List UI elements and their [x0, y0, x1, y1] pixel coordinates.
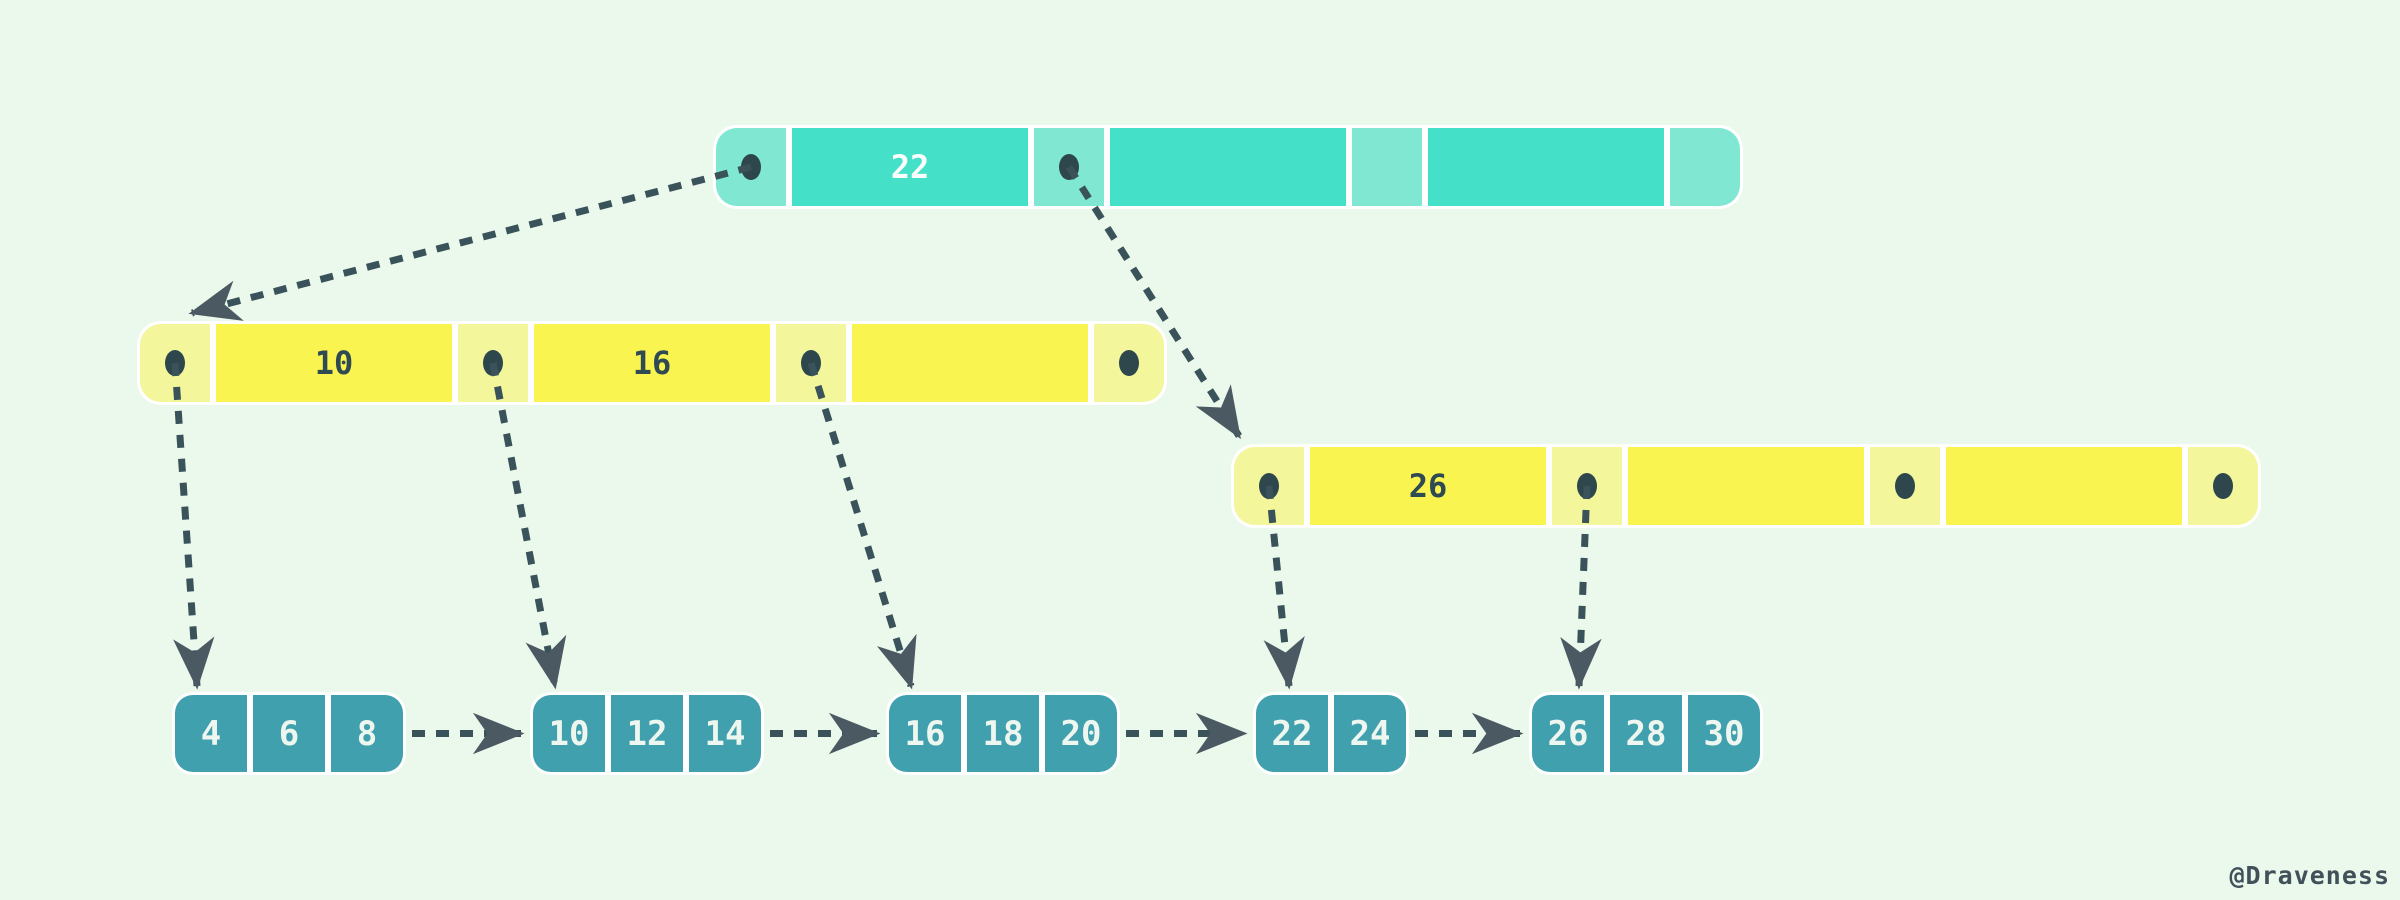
key-cell [1946, 447, 2182, 525]
leaf-key-cell: 12 [611, 695, 683, 772]
key-cell [1110, 128, 1346, 206]
leaf-key-cell: 16 [889, 695, 961, 772]
pointer-dot [1577, 473, 1597, 499]
leaf-key-cell: 28 [1610, 695, 1682, 772]
leaf-key-cell: 6 [253, 695, 325, 772]
watermark: @Draveness [2229, 861, 2390, 890]
pointer-cell [140, 324, 210, 402]
pointer-cell [1234, 447, 1304, 525]
pointer-cell [1552, 447, 1622, 525]
key-cell [852, 324, 1088, 402]
leaf-key-cell: 18 [967, 695, 1039, 772]
btree-node-root: 22 [713, 125, 1743, 209]
pointer-cell [776, 324, 846, 402]
leaf-key-cell: 20 [1045, 695, 1117, 772]
pointer-cell [1352, 128, 1422, 206]
pointer-dot [1059, 154, 1079, 180]
leaf-key-cell: 10 [533, 695, 605, 772]
edge-arrow-root-p0-to-left-internal [188, 163, 752, 321]
pointer-cell [1034, 128, 1104, 206]
pointer-dot [165, 350, 185, 376]
pointer-dot [801, 350, 821, 376]
pointer-cell [1670, 128, 1740, 206]
pointer-cell [458, 324, 528, 402]
leaf-key-cell: 8 [331, 695, 403, 772]
pointer-cell [2188, 447, 2258, 525]
pointer-cell [1870, 447, 1940, 525]
pointer-cell [1094, 324, 1164, 402]
pointer-dot [1259, 473, 1279, 499]
pointer-cell [716, 128, 786, 206]
pointer-dot [741, 154, 761, 180]
pointer-dot [2213, 473, 2233, 499]
leaf-key-cell: 26 [1532, 695, 1604, 772]
btree-node-right-internal: 26 [1231, 444, 2261, 528]
pointer-dot [1119, 350, 1139, 376]
key-cell [1428, 128, 1664, 206]
edge-arrow-left-internal-p4-to-leaf-3 [807, 361, 917, 690]
key-cell: 22 [792, 128, 1028, 206]
leaf-key-cell: 4 [175, 695, 247, 772]
edge-arrow-left-internal-p0-to-leaf-1 [171, 362, 215, 690]
pointer-dot [1895, 473, 1915, 499]
leaf-key-cell: 30 [1688, 695, 1760, 772]
key-cell: 26 [1310, 447, 1546, 525]
leaf-key-cell: 14 [689, 695, 761, 772]
key-cell [1628, 447, 1864, 525]
key-cell: 16 [534, 324, 770, 402]
leaf-key-cell: 24 [1334, 695, 1406, 772]
btree-node-left-internal: 10 16 [137, 321, 1167, 405]
key-cell: 10 [216, 324, 452, 402]
leaf-key-cell: 22 [1256, 695, 1328, 772]
pointer-dot [483, 350, 503, 376]
edge-arrow-left-internal-p2-to-leaf-2 [489, 362, 567, 690]
